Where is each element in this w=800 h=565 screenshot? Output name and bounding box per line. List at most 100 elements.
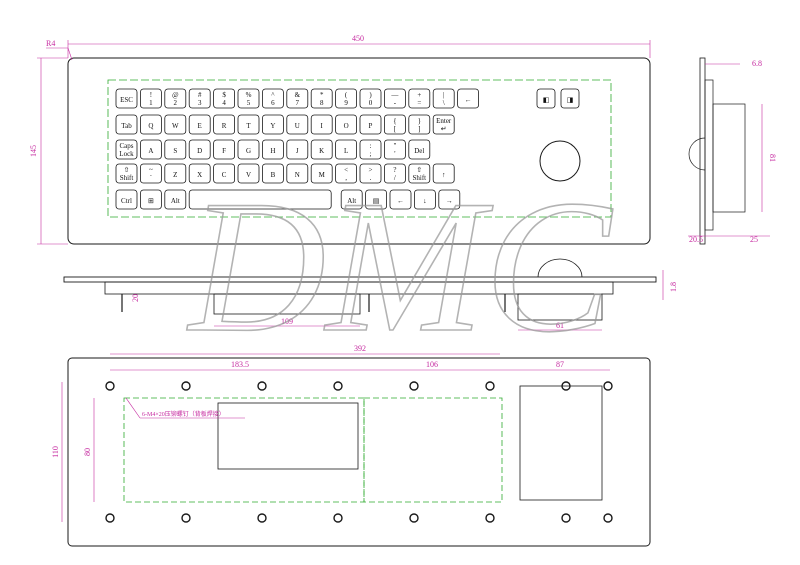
key[interactable]: !1 [139, 88, 162, 109]
key-cap [335, 114, 358, 135]
key[interactable]: &7 [286, 88, 309, 109]
key[interactable]: U [286, 114, 309, 135]
key[interactable]: Alt [164, 189, 187, 210]
key[interactable] [188, 189, 332, 210]
key[interactable]: J [286, 139, 309, 160]
key[interactable]: G [237, 139, 260, 160]
key[interactable]: L [335, 139, 358, 160]
key-label-top: ⇧ [416, 166, 422, 174]
key[interactable]: —- [383, 88, 406, 109]
key[interactable]: Z [164, 163, 187, 184]
key-label: ↓ [423, 197, 427, 205]
key-label: F [222, 147, 226, 155]
key[interactable]: += [408, 88, 431, 109]
key[interactable]: |\ [432, 88, 455, 109]
key[interactable]: Tab [115, 114, 138, 135]
key[interactable]: )0 [359, 88, 382, 109]
key-cap [164, 88, 187, 109]
key-cap [115, 163, 138, 184]
key[interactable]: F [213, 139, 236, 160]
key-label-bottom: Shift [120, 174, 134, 182]
key[interactable]: X [188, 163, 211, 184]
key[interactable]: $4 [213, 88, 236, 109]
key[interactable]: W [164, 114, 187, 135]
key[interactable]: ▤ [365, 189, 388, 210]
key[interactable]: Ctrl [115, 189, 138, 210]
key-label-top: @ [172, 91, 179, 99]
key-cap [237, 139, 260, 160]
key[interactable]: @2 [164, 88, 187, 109]
mouse-button[interactable]: ◨ [560, 88, 580, 109]
dim-front-edge: 1.8 [669, 282, 678, 292]
dim-leader-radius [67, 47, 73, 61]
key[interactable]: ~` [139, 163, 162, 184]
key[interactable]: M [310, 163, 333, 184]
key[interactable]: Enter↵ [432, 114, 455, 135]
key[interactable]: #3 [188, 88, 211, 109]
key[interactable]: ↓ [413, 189, 436, 210]
front-keyblock [213, 293, 361, 315]
key-cap [261, 114, 284, 135]
key-label: Del [414, 147, 424, 155]
key-field-outline [107, 79, 612, 218]
key[interactable]: ← [389, 189, 412, 210]
key[interactable]: (9 [335, 88, 358, 109]
key[interactable]: Del [408, 139, 431, 160]
mouse-button-icon: ◨ [567, 96, 574, 104]
key[interactable]: Y [261, 114, 284, 135]
key[interactable]: V [237, 163, 260, 184]
key-label-bottom: Lock [119, 150, 134, 158]
key[interactable]: %5 [237, 88, 260, 109]
mouse-button-icon: ◧ [543, 96, 550, 104]
key[interactable]: H [261, 139, 284, 160]
key[interactable]: <, [335, 163, 358, 184]
key-cap [139, 114, 162, 135]
key-cap [457, 88, 480, 109]
key[interactable]: D [188, 139, 211, 160]
key[interactable]: B [261, 163, 284, 184]
bottom-view: 392 183.5 106 87 110 80 6-M4×20压铆螺钉（背板焊接… [51, 344, 651, 547]
key[interactable]: C [213, 163, 236, 184]
key[interactable]: → [438, 189, 461, 210]
key[interactable]: *8 [310, 88, 333, 109]
key-cap [261, 163, 284, 184]
key[interactable]: ?/ [383, 163, 406, 184]
key-label-bottom: ; [370, 150, 372, 158]
key-label-top: { [393, 117, 396, 125]
key[interactable]: T [237, 114, 260, 135]
key[interactable]: ^6 [261, 88, 284, 109]
key[interactable]: ⇧Shift [115, 163, 138, 184]
key[interactable]: {[ [383, 114, 406, 135]
side-trackball [688, 137, 706, 171]
key[interactable]: }] [408, 114, 431, 135]
key-cap [408, 139, 431, 160]
dim-front-trackball: 61 [556, 321, 564, 330]
dim-side-thickness: 6.8 [752, 59, 762, 68]
key[interactable]: >. [359, 163, 382, 184]
key-cap [383, 163, 406, 184]
key[interactable]: :; [359, 139, 382, 160]
key[interactable]: A [139, 139, 162, 160]
key-label: ESC [120, 96, 133, 104]
key[interactable]: O [335, 114, 358, 135]
key[interactable]: ⇧Shift [408, 163, 431, 184]
key[interactable]: "' [383, 139, 406, 160]
key[interactable]: P [359, 114, 382, 135]
key[interactable]: ← [457, 88, 480, 109]
key[interactable]: R [213, 114, 236, 135]
key[interactable]: I [310, 114, 333, 135]
key[interactable]: ↑ [432, 163, 455, 184]
key[interactable]: N [286, 163, 309, 184]
key[interactable]: ⊞ [139, 189, 162, 210]
bolt-hole [409, 513, 419, 523]
key-label: Z [173, 171, 177, 179]
key[interactable]: S [164, 139, 187, 160]
key[interactable]: E [188, 114, 211, 135]
key[interactable]: K [310, 139, 333, 160]
key[interactable]: ESC [115, 88, 138, 109]
dim-overall-height: 145 [29, 145, 38, 157]
key[interactable]: Q [139, 114, 162, 135]
key[interactable]: Alt [340, 189, 363, 210]
mouse-button[interactable]: ◧ [536, 88, 556, 109]
